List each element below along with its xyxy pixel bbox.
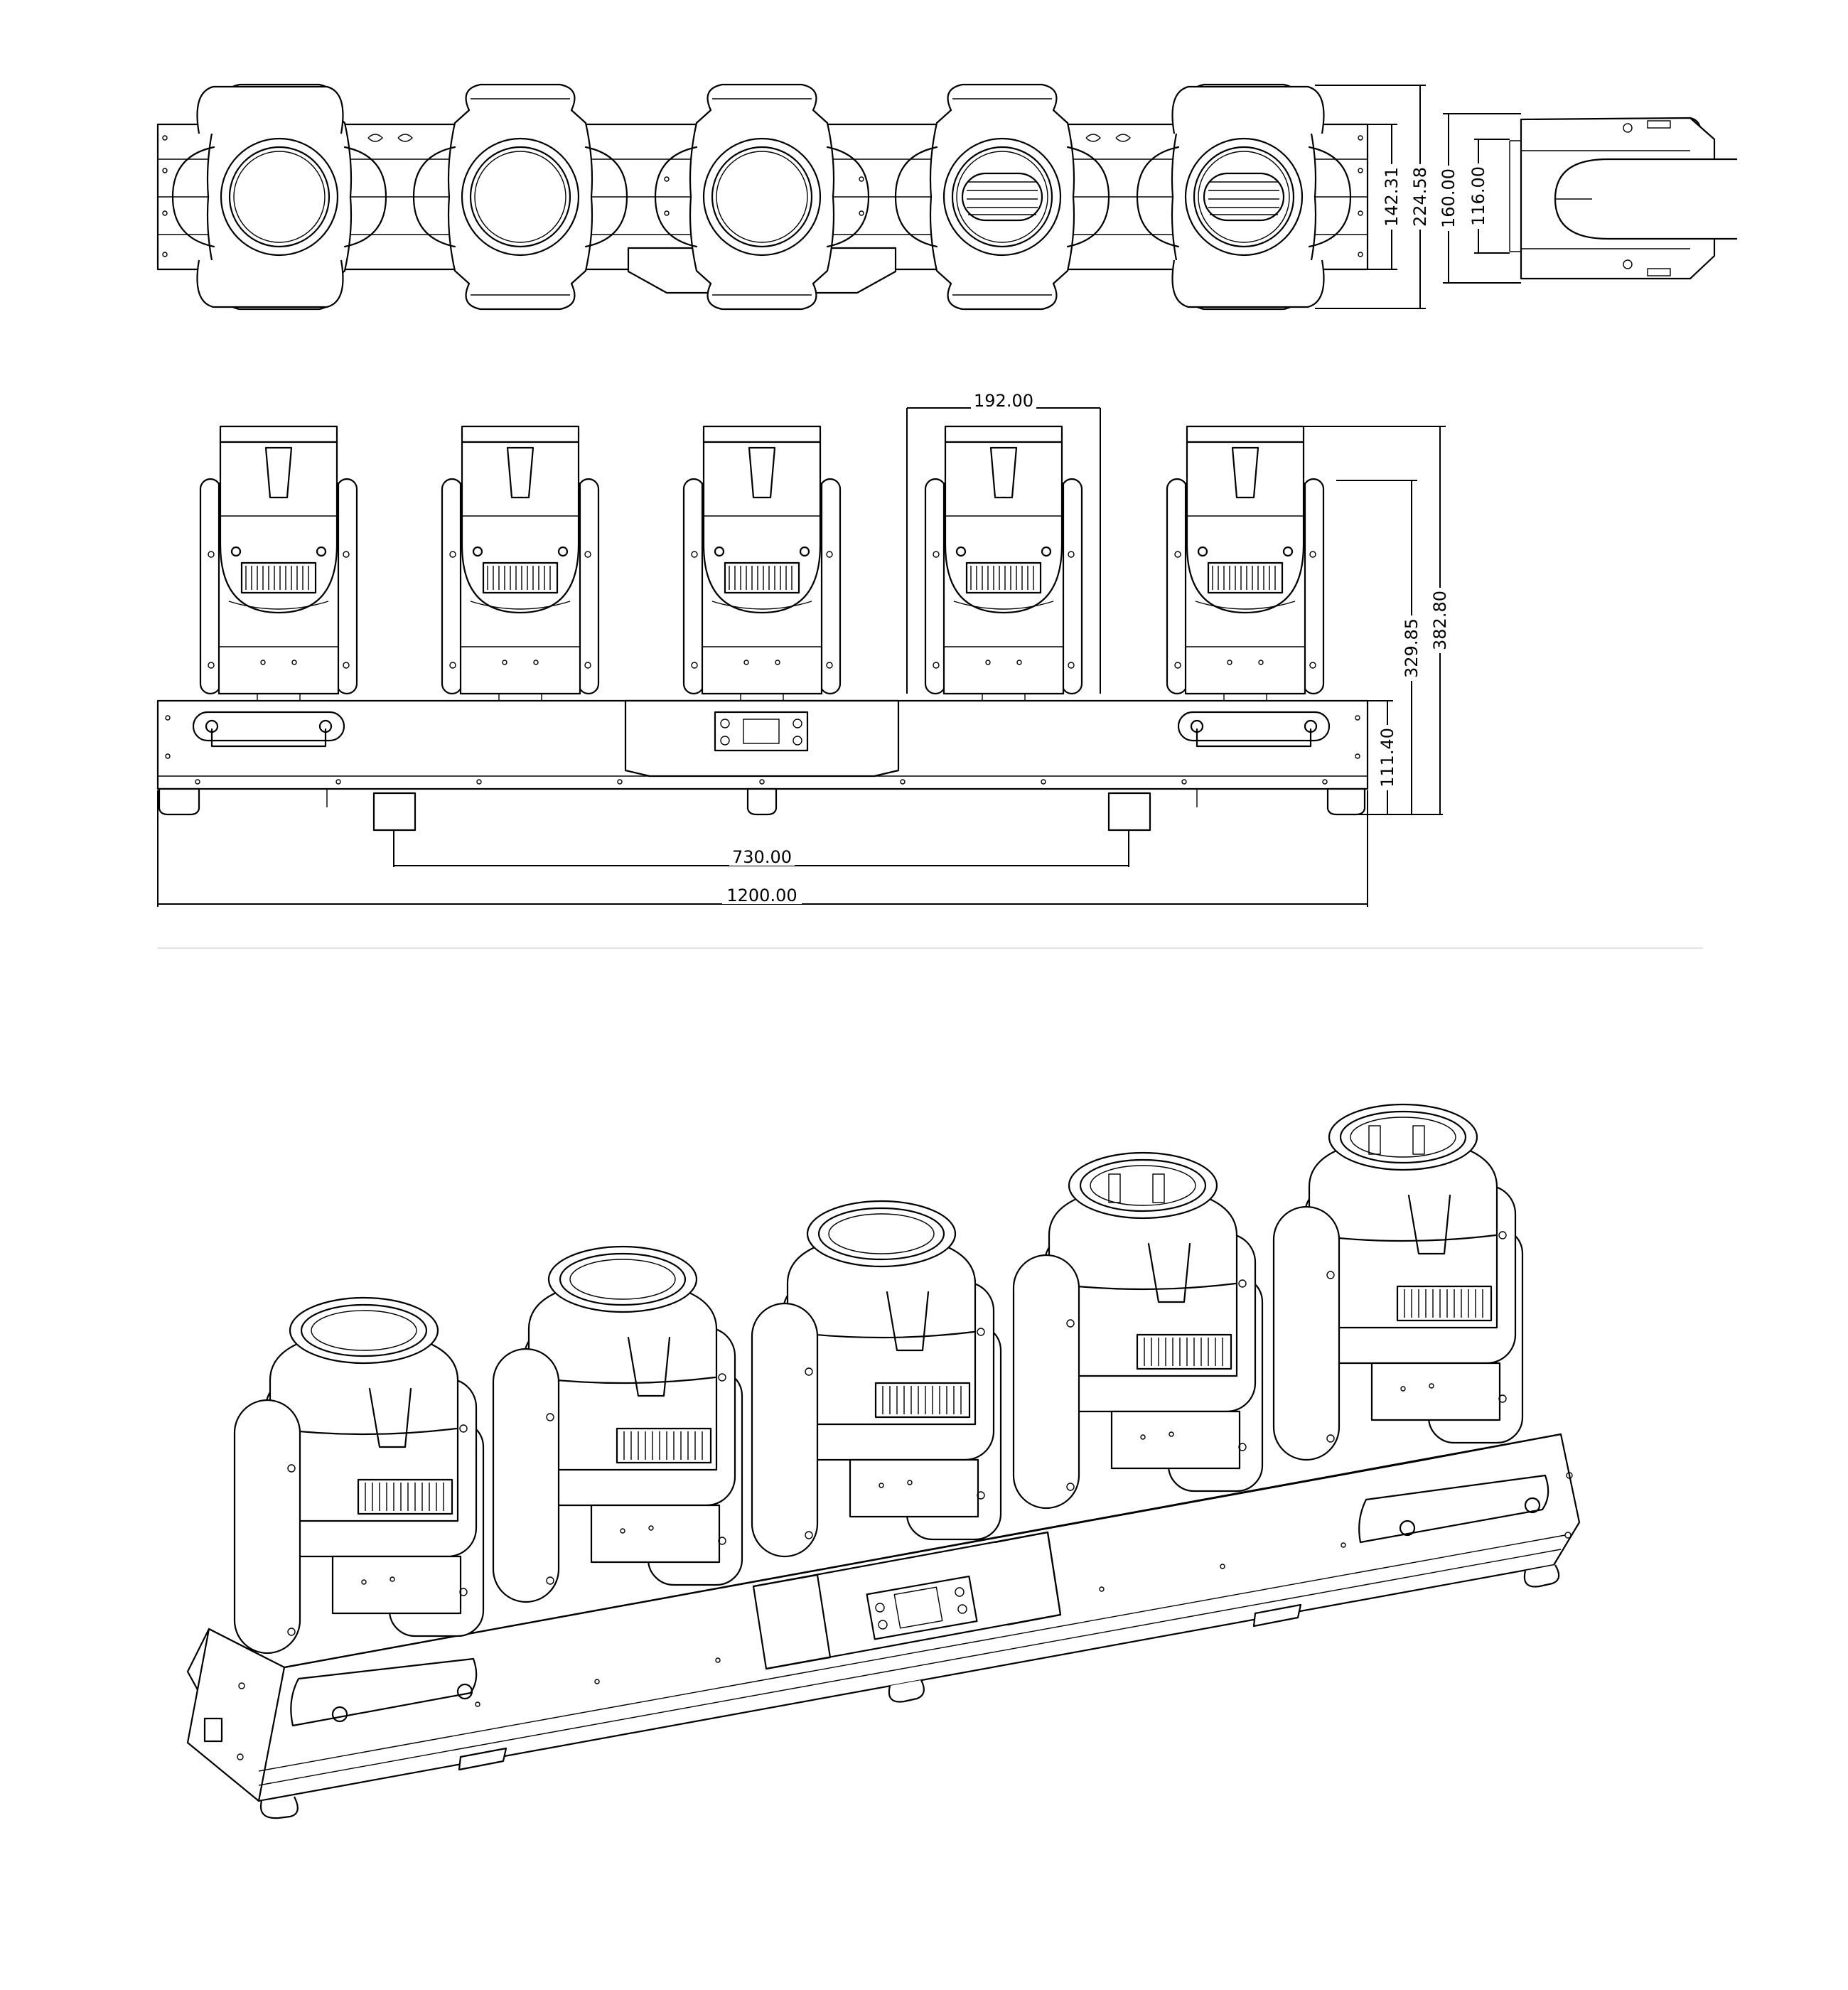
front-dim-111: 111.40	[1377, 725, 1398, 790]
front-head-2	[441, 425, 600, 702]
dim-111-label: 111.40	[1377, 728, 1397, 787]
dim-730-label: 730.00	[732, 847, 792, 867]
front-head-3	[682, 425, 842, 702]
top-fixture-1	[171, 83, 387, 311]
iso-head-2	[492, 1245, 743, 1603]
top-fixture-5	[1136, 83, 1352, 311]
front-head-4	[924, 425, 1083, 702]
front-view	[156, 407, 1446, 907]
dim-142-label: 142.31	[1382, 167, 1402, 227]
top-fixture-4	[894, 83, 1110, 311]
top-view-dim-142: 142.31	[1381, 164, 1402, 230]
dim-192-label: 192.00	[974, 391, 1033, 411]
dim-160-label: 160.00	[1439, 168, 1458, 228]
side-view-dim-160: 160.00	[1438, 166, 1459, 231]
iso-head-4	[1012, 1151, 1264, 1510]
iso-head-1	[233, 1296, 485, 1655]
dim-329-label: 329.85	[1402, 618, 1422, 678]
side-view	[1443, 113, 1737, 284]
dim-224-label: 224.58	[1410, 167, 1430, 227]
front-dim-329: 329.85	[1401, 615, 1422, 681]
top-view	[156, 83, 1426, 311]
front-dim-1200: 1200.00	[722, 884, 802, 905]
iso-head-5	[1272, 1103, 1524, 1461]
side-view-dim-116: 116.00	[1468, 163, 1489, 229]
iso-head-3	[751, 1200, 1002, 1558]
top-view-dim-224: 224.58	[1409, 164, 1431, 230]
dim-382-label: 382.80	[1430, 591, 1450, 650]
front-dim-192: 192.00	[971, 389, 1036, 411]
front-head-1	[199, 425, 358, 702]
dim-116-label: 116.00	[1468, 166, 1488, 226]
front-dim-730: 730.00	[729, 846, 795, 867]
dim-1200-label: 1200.00	[726, 886, 797, 905]
front-head-5	[1166, 425, 1325, 702]
front-dim-382: 382.80	[1429, 588, 1451, 653]
isometric-view	[186, 1103, 1581, 1819]
